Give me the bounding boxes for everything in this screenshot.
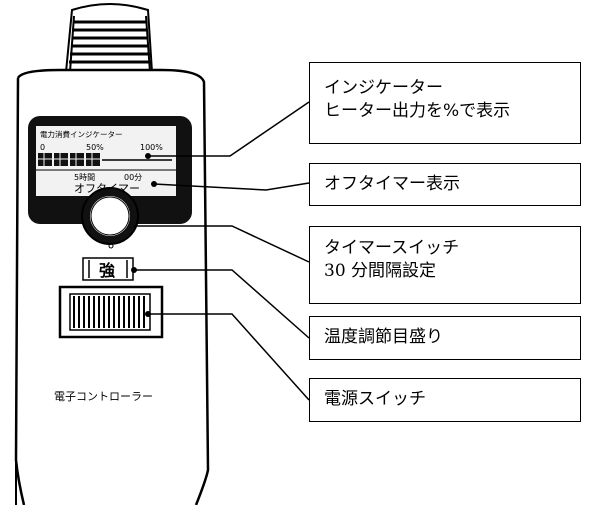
callout-temperature-scale: 温度調節目盛り bbox=[309, 316, 581, 360]
lcd-timer-hours: 5時間 bbox=[74, 173, 95, 182]
callout-off-timer: オフタイマー表示 bbox=[309, 163, 581, 206]
lcd-scale-100: 100% bbox=[140, 143, 163, 152]
temperature-slider[interactable] bbox=[58, 285, 164, 339]
callout-power-switch-line1: 電源スイッチ bbox=[324, 389, 426, 409]
lcd-timer-minutes: 00分 bbox=[124, 173, 142, 182]
callout-indicator-line1: インジケーター bbox=[324, 78, 443, 98]
product-label: 電子コントローラー bbox=[54, 390, 153, 403]
callout-indicator: インジケーター ヒーター出力を%で表示 bbox=[309, 62, 581, 144]
lcd-scale-0: 0 bbox=[40, 143, 45, 152]
lcd-title: 電力消費インジケーター bbox=[40, 129, 123, 139]
callout-timer-switch: タイマースイッチ 30 分間隔設定 bbox=[309, 226, 581, 304]
leader-lines bbox=[134, 101, 310, 401]
lcd-scale-50: 50% bbox=[86, 143, 104, 152]
callout-temperature-scale-line1: 温度調節目盛り bbox=[324, 327, 443, 347]
callout-power-switch: 電源スイッチ bbox=[309, 378, 581, 422]
callout-timer-switch-line2: 30 分間隔設定 bbox=[324, 261, 437, 281]
leader-dots bbox=[131, 153, 157, 317]
strength-indicator: 強 bbox=[82, 257, 134, 281]
power-indicator-mark bbox=[108, 243, 114, 249]
strength-label: 強 bbox=[99, 261, 115, 280]
lcd-indicator-bars bbox=[38, 153, 100, 166]
callout-timer-switch-line1: タイマースイッチ bbox=[324, 238, 460, 258]
strain-relief bbox=[64, 3, 154, 73]
callout-off-timer-line1: オフタイマー表示 bbox=[324, 174, 460, 194]
callout-indicator-line2: ヒーター出力を%で表示 bbox=[324, 101, 511, 121]
